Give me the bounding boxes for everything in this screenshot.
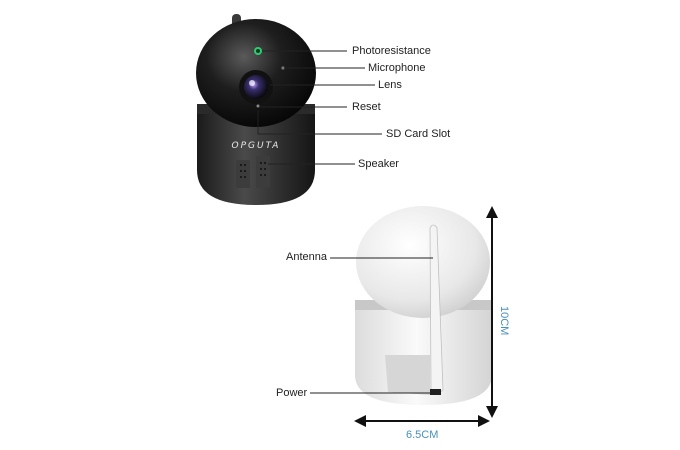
brand-logo: OPGUTA bbox=[232, 141, 281, 151]
black-leader-lines bbox=[257, 50, 382, 165]
label-microphone: Microphone bbox=[368, 62, 426, 74]
width-dimension-arrow bbox=[354, 415, 490, 427]
microphone-hole bbox=[281, 66, 285, 70]
lens bbox=[244, 75, 268, 99]
label-sd-card-slot: SD Card Slot bbox=[386, 128, 451, 140]
dimension-height: 10CM bbox=[498, 306, 510, 336]
black-camera: OPGUTA bbox=[196, 14, 382, 205]
label-antenna: Antenna bbox=[286, 251, 327, 263]
label-lens: Lens bbox=[378, 79, 402, 91]
height-dimension-arrow bbox=[486, 206, 498, 418]
speaker-grille bbox=[236, 156, 270, 188]
reset-hole bbox=[256, 104, 260, 108]
white-camera bbox=[310, 206, 498, 427]
dimension-width: 6.5CM bbox=[406, 429, 439, 441]
white-leader-lines bbox=[310, 257, 433, 394]
label-photoresistance: Photoresistance bbox=[352, 45, 431, 57]
label-reset: Reset bbox=[352, 101, 381, 113]
power-port bbox=[430, 389, 441, 395]
label-power: Power bbox=[276, 387, 308, 399]
label-speaker: Speaker bbox=[358, 158, 399, 170]
camera-base bbox=[197, 108, 315, 205]
white-camera-dome bbox=[356, 206, 490, 318]
